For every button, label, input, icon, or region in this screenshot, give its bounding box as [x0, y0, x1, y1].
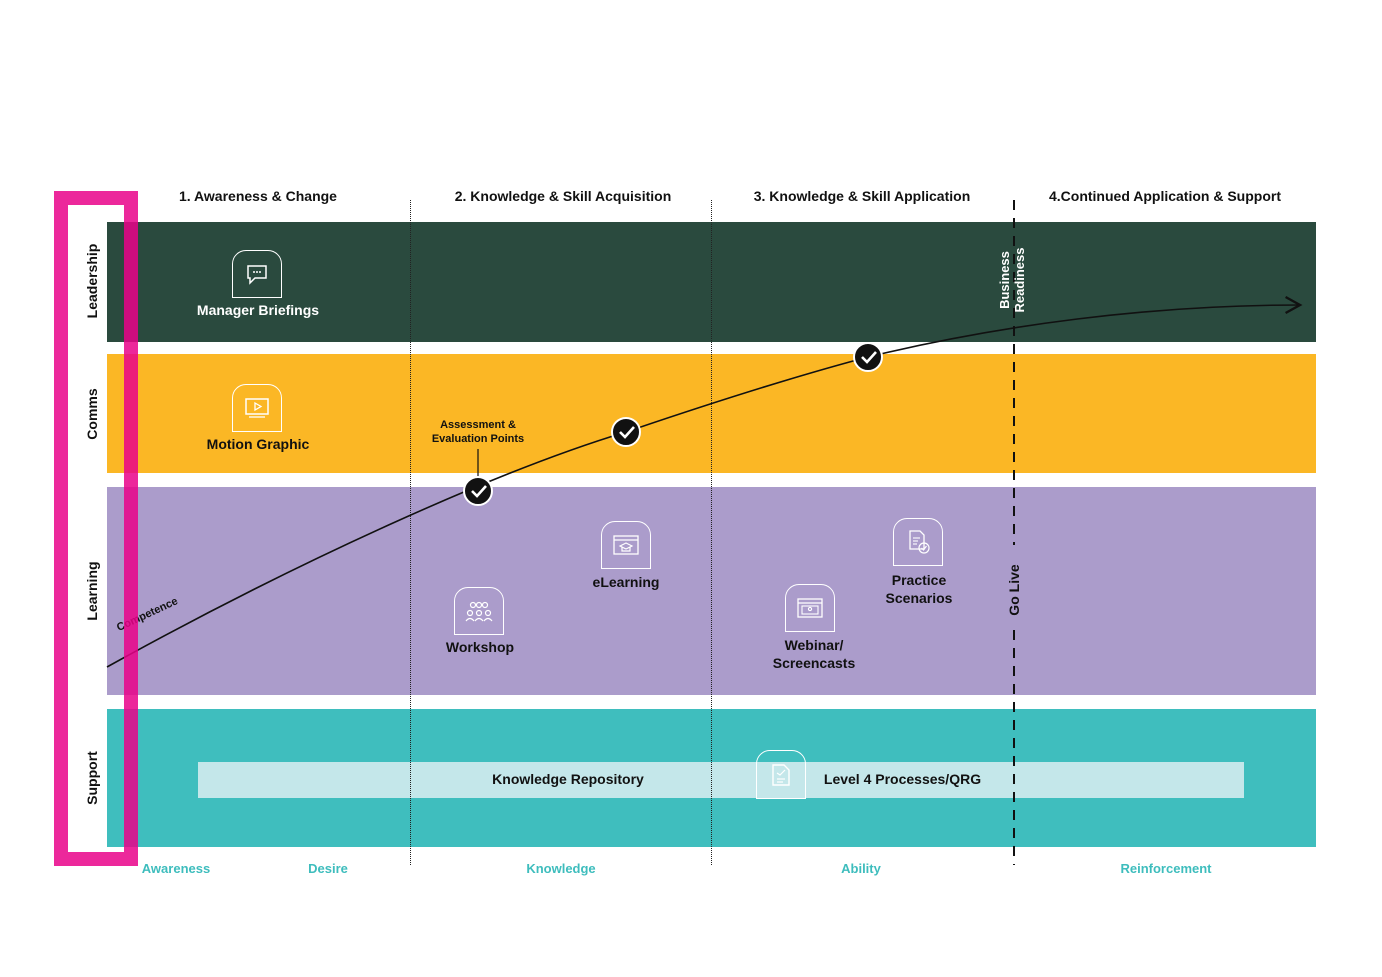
row-label-support: Support — [84, 751, 100, 805]
manager-briefings-label: Manager Briefings — [196, 302, 320, 318]
video-play-icon — [232, 384, 282, 432]
go-live-line — [1013, 200, 1015, 865]
workshop-label: Workshop — [445, 639, 515, 655]
presenter-screen-icon — [785, 584, 835, 632]
phase-3-title: 3. Knowledge & Skill Application — [753, 188, 971, 204]
checkpoint-2 — [611, 417, 641, 447]
chat-bubble-icon — [232, 250, 282, 298]
assessment-line2: Evaluation Points — [431, 433, 525, 445]
elearning-label: eLearning — [592, 574, 660, 590]
focus-bracket — [54, 191, 138, 866]
separator-2 — [711, 200, 712, 865]
group-people-icon — [454, 587, 504, 635]
motion-graphic-label: Motion Graphic — [206, 436, 310, 452]
row-label-leadership: Leadership — [84, 243, 100, 319]
stage-reinforcement: Reinforcement — [1120, 861, 1212, 876]
practice-line2: Scenarios — [885, 590, 953, 606]
phase-4-title: 4.Continued Application & Support — [1048, 188, 1282, 204]
webinar-line1: Webinar/ — [784, 637, 844, 653]
row-label-comms: Comms — [84, 388, 100, 440]
document-check-icon — [893, 518, 943, 566]
checkpoint-1 — [463, 476, 493, 506]
assessment-line1: Assessment & — [440, 419, 516, 431]
webinar-line2: Screencasts — [772, 655, 856, 671]
check-icon — [471, 485, 487, 498]
checkpoint-3 — [853, 342, 883, 372]
stage-awareness: Awareness — [141, 861, 211, 876]
practice-line1: Practice — [891, 572, 947, 588]
document-icon — [756, 750, 806, 799]
phase-1-title: 1. Awareness & Change — [179, 188, 337, 204]
graduation-cap-browser-icon — [601, 521, 651, 569]
assessment-label: Assessment & Evaluation Points — [418, 418, 538, 446]
phase-2-title: 2. Knowledge & Skill Acquisition — [454, 188, 672, 204]
row-label-learning: Learning — [84, 561, 100, 621]
knowledge-repository-label: Knowledge Repository — [492, 771, 644, 787]
check-icon — [619, 426, 635, 439]
stage-knowledge: Knowledge — [526, 861, 596, 876]
support-bar — [198, 762, 1244, 798]
check-icon — [861, 351, 877, 364]
practice-label: Practice Scenarios — [859, 571, 979, 607]
stage-desire: Desire — [308, 861, 348, 876]
stage-ability: Ability — [841, 861, 881, 876]
webinar-label: Webinar/ Screencasts — [744, 636, 884, 672]
separator-1 — [410, 200, 411, 865]
level4-label: Level 4 Processes/QRG — [823, 771, 982, 787]
